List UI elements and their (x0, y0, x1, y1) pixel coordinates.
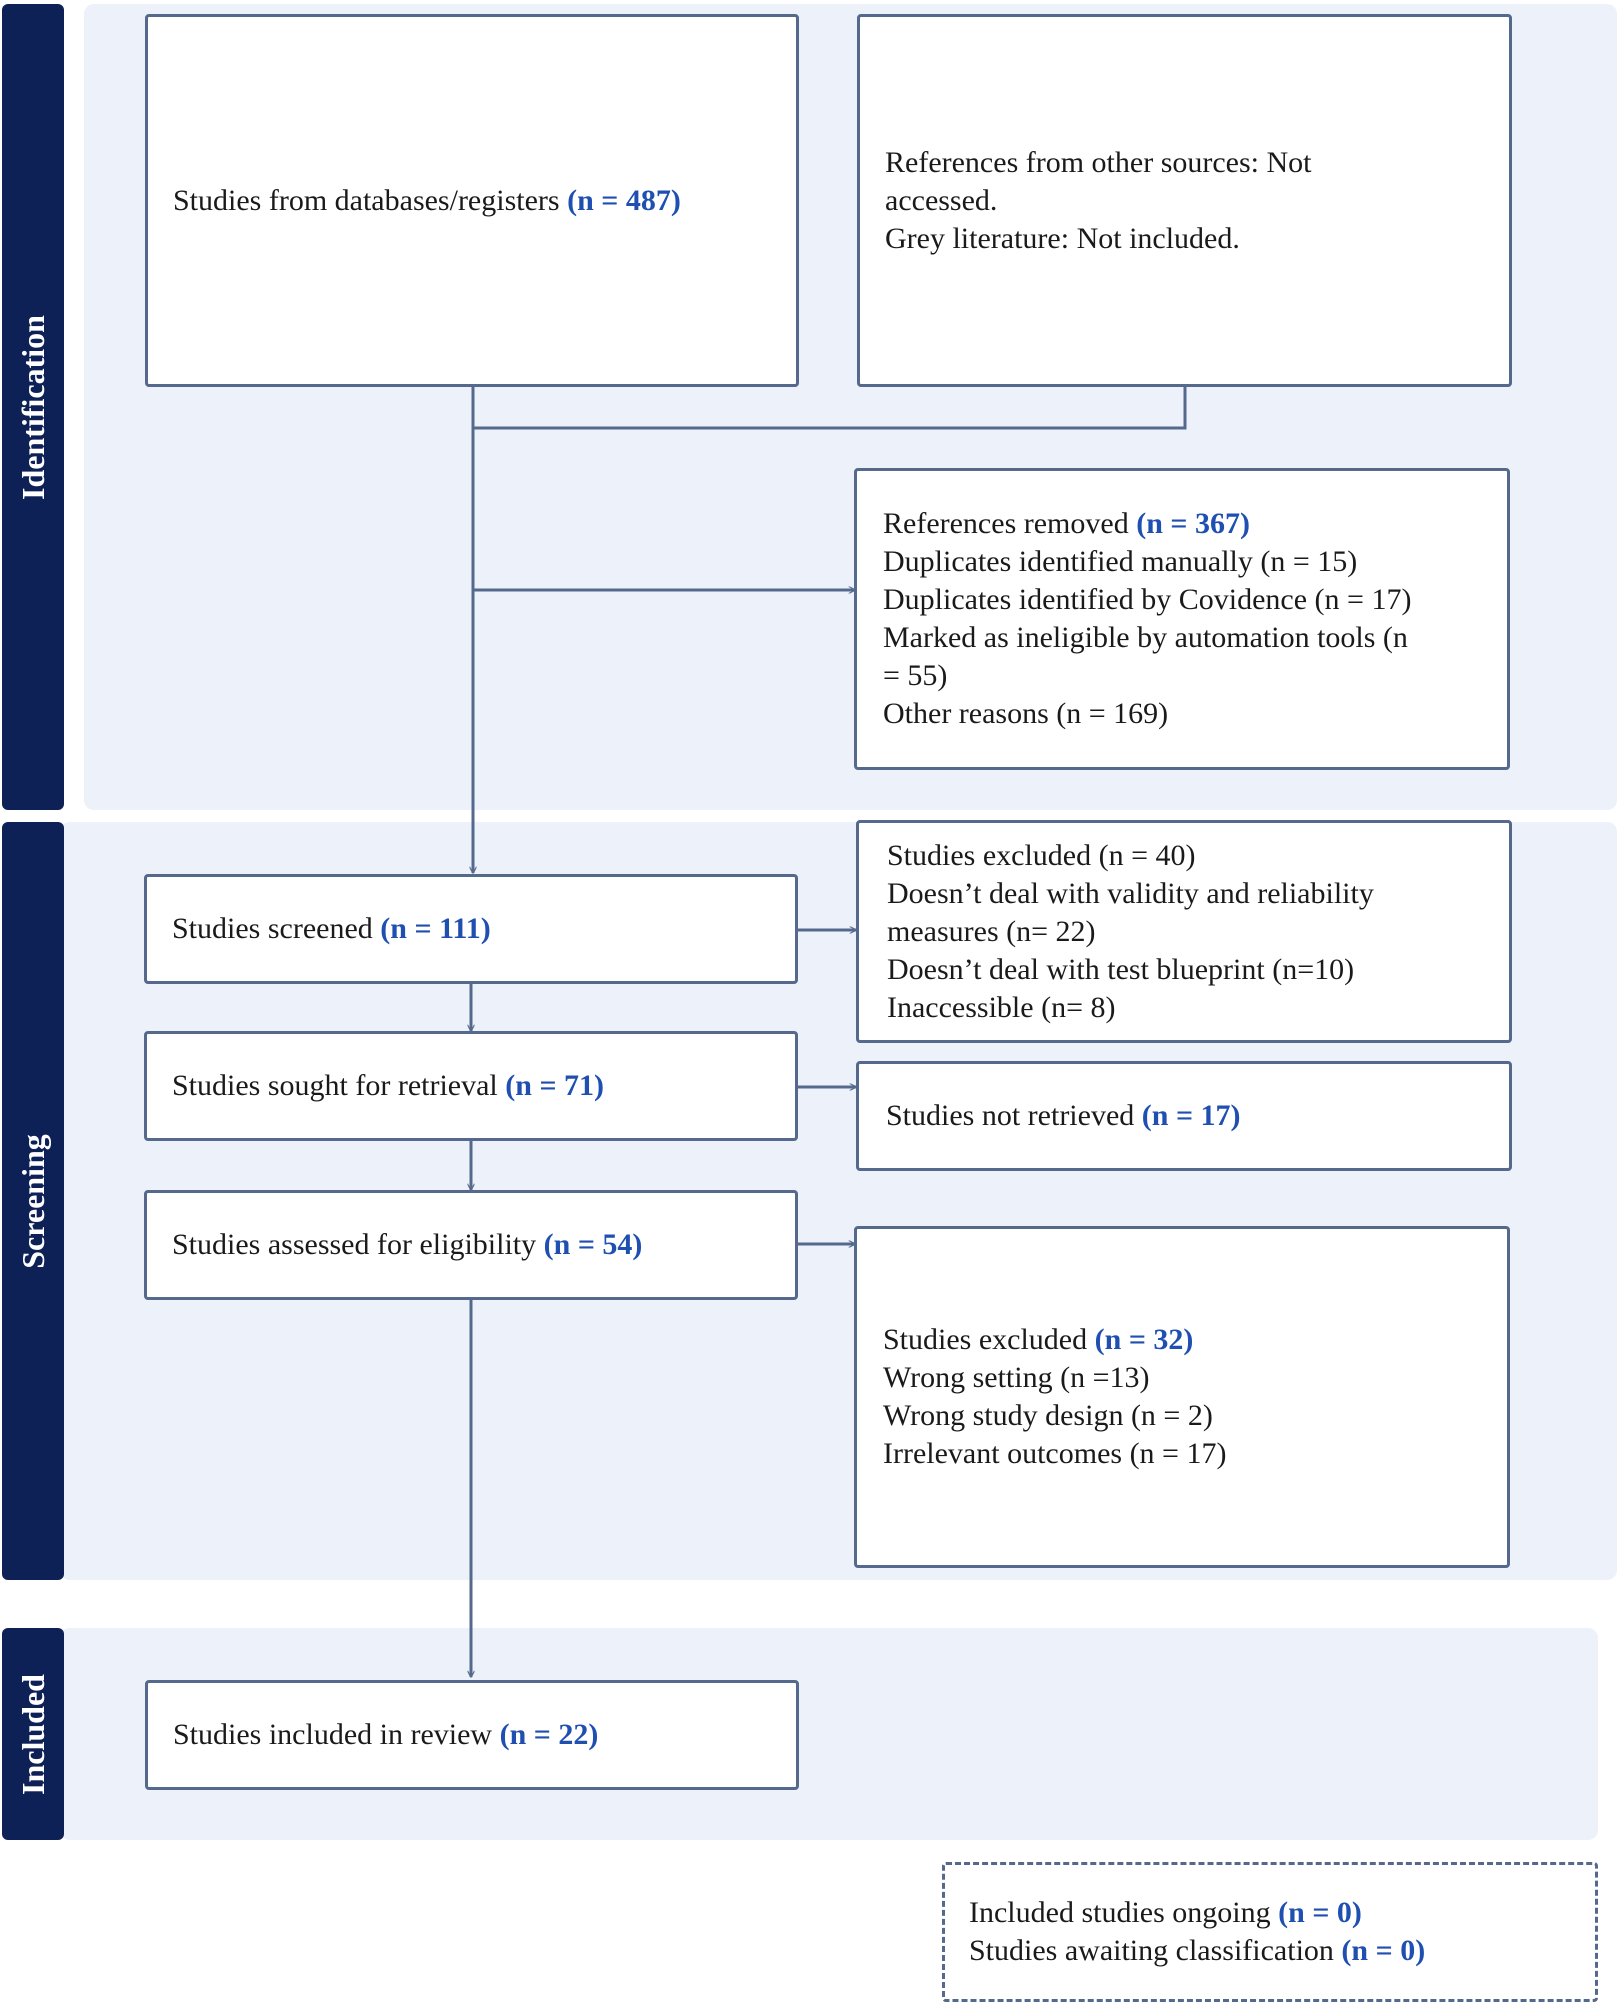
awaiting-line: Studies awaiting classification (n = 0) (969, 1932, 1570, 1970)
databases-count: (n = 487) (567, 183, 681, 217)
not-retrieved-count: (n = 17) (1141, 1099, 1241, 1132)
excluded-screening-line2: Doesn’t deal with validity and reliabili… (887, 876, 1374, 910)
screened-box: Studies screened (n = 111) (144, 874, 798, 984)
excluded-screening-line1: Studies excluded (n = 40) (887, 838, 1196, 872)
awaiting-count: (n = 0) (1341, 1934, 1426, 1967)
other-sources-box: References from other sources: Not acces… (857, 14, 1512, 387)
connector-other-sources-merge (473, 386, 1187, 430)
excluded-eligibility-header-text: Studies excluded (883, 1323, 1095, 1356)
ongoing-line: Included studies ongoing (n = 0) (969, 1894, 1570, 1932)
removed-line5: Other reasons (n = 169) (883, 697, 1169, 730)
excluded-eligibility-header-count: (n = 32) (1094, 1323, 1194, 1356)
other-sources-line2: accessed. (885, 184, 998, 217)
excluded-eligibility-line2: Wrong study design (n = 2) (883, 1399, 1213, 1432)
ongoing-awaiting-box: Included studies ongoing (n = 0) Studies… (942, 1862, 1598, 2002)
removed-header-text: References removed (883, 507, 1137, 540)
included-review-box: Studies included in review (n = 22) (145, 1680, 799, 1790)
included-review-text: Studies included in review (173, 1718, 500, 1751)
excluded-screening-line3: measures (n= 22) (887, 914, 1096, 948)
databases-box: Studies from databases/registers (n = 48… (145, 14, 799, 387)
excluded-eligibility-line1: Wrong setting (n =13) (883, 1361, 1150, 1394)
ongoing-count: (n = 0) (1278, 1896, 1362, 1929)
identification-phase-label: Identification (2, 4, 64, 810)
screened-text: Studies screened (172, 912, 381, 945)
sought-text: Studies sought for retrieval (172, 1069, 506, 1102)
removed-header: References removed (n = 367) (883, 505, 1482, 543)
assessed-text: Studies assessed for eligibility (172, 1228, 544, 1261)
assessed-box: Studies assessed for eligibility (n = 54… (144, 1190, 798, 1300)
removed-header-count: (n = 367) (1136, 507, 1250, 540)
screening-phase-label: Screening (2, 822, 64, 1580)
excluded-eligibility-header: Studies excluded (n = 32) (883, 1321, 1482, 1359)
removed-line2: Duplicates identified by Covidence (n = … (883, 583, 1412, 616)
removed-line3: Marked as ineligible by automation tools… (883, 621, 1408, 654)
sought-box: Studies sought for retrieval (n = 71) (144, 1031, 798, 1141)
removed-line4: = 55) (883, 659, 948, 692)
databases-text: Studies from databases/registers (173, 183, 568, 217)
not-retrieved-text: Studies not retrieved (886, 1099, 1142, 1132)
excluded-eligibility-box: Studies excluded (n = 32) Wrong setting … (854, 1226, 1510, 1568)
sought-count: (n = 71) (505, 1069, 605, 1102)
excluded-screening-line4: Doesn’t deal with test blueprint (n=10) (887, 952, 1355, 986)
other-sources-line1: References from other sources: Not (885, 146, 1312, 179)
assessed-count: (n = 54) (543, 1228, 643, 1261)
not-retrieved-box: Studies not retrieved (n = 17) (856, 1061, 1512, 1171)
removed-line1: Duplicates identified manually (n = 15) (883, 545, 1358, 578)
excluded-screening-box: Studies excluded (n = 40) Doesn’t deal w… (856, 820, 1512, 1043)
excluded-eligibility-line3: Irrelevant outcomes (n = 17) (883, 1437, 1227, 1470)
included-review-count: (n = 22) (499, 1718, 599, 1751)
references-removed-box: References removed (n = 367) Duplicates … (854, 468, 1510, 770)
included-phase-label: Included (2, 1628, 64, 1840)
ongoing-text: Included studies ongoing (969, 1896, 1279, 1929)
awaiting-text: Studies awaiting classification (969, 1934, 1342, 1967)
screened-count: (n = 111) (380, 912, 491, 945)
other-sources-line3: Grey literature: Not included. (885, 222, 1240, 255)
excluded-screening-line5: Inaccessible (n= 8) (887, 990, 1116, 1024)
